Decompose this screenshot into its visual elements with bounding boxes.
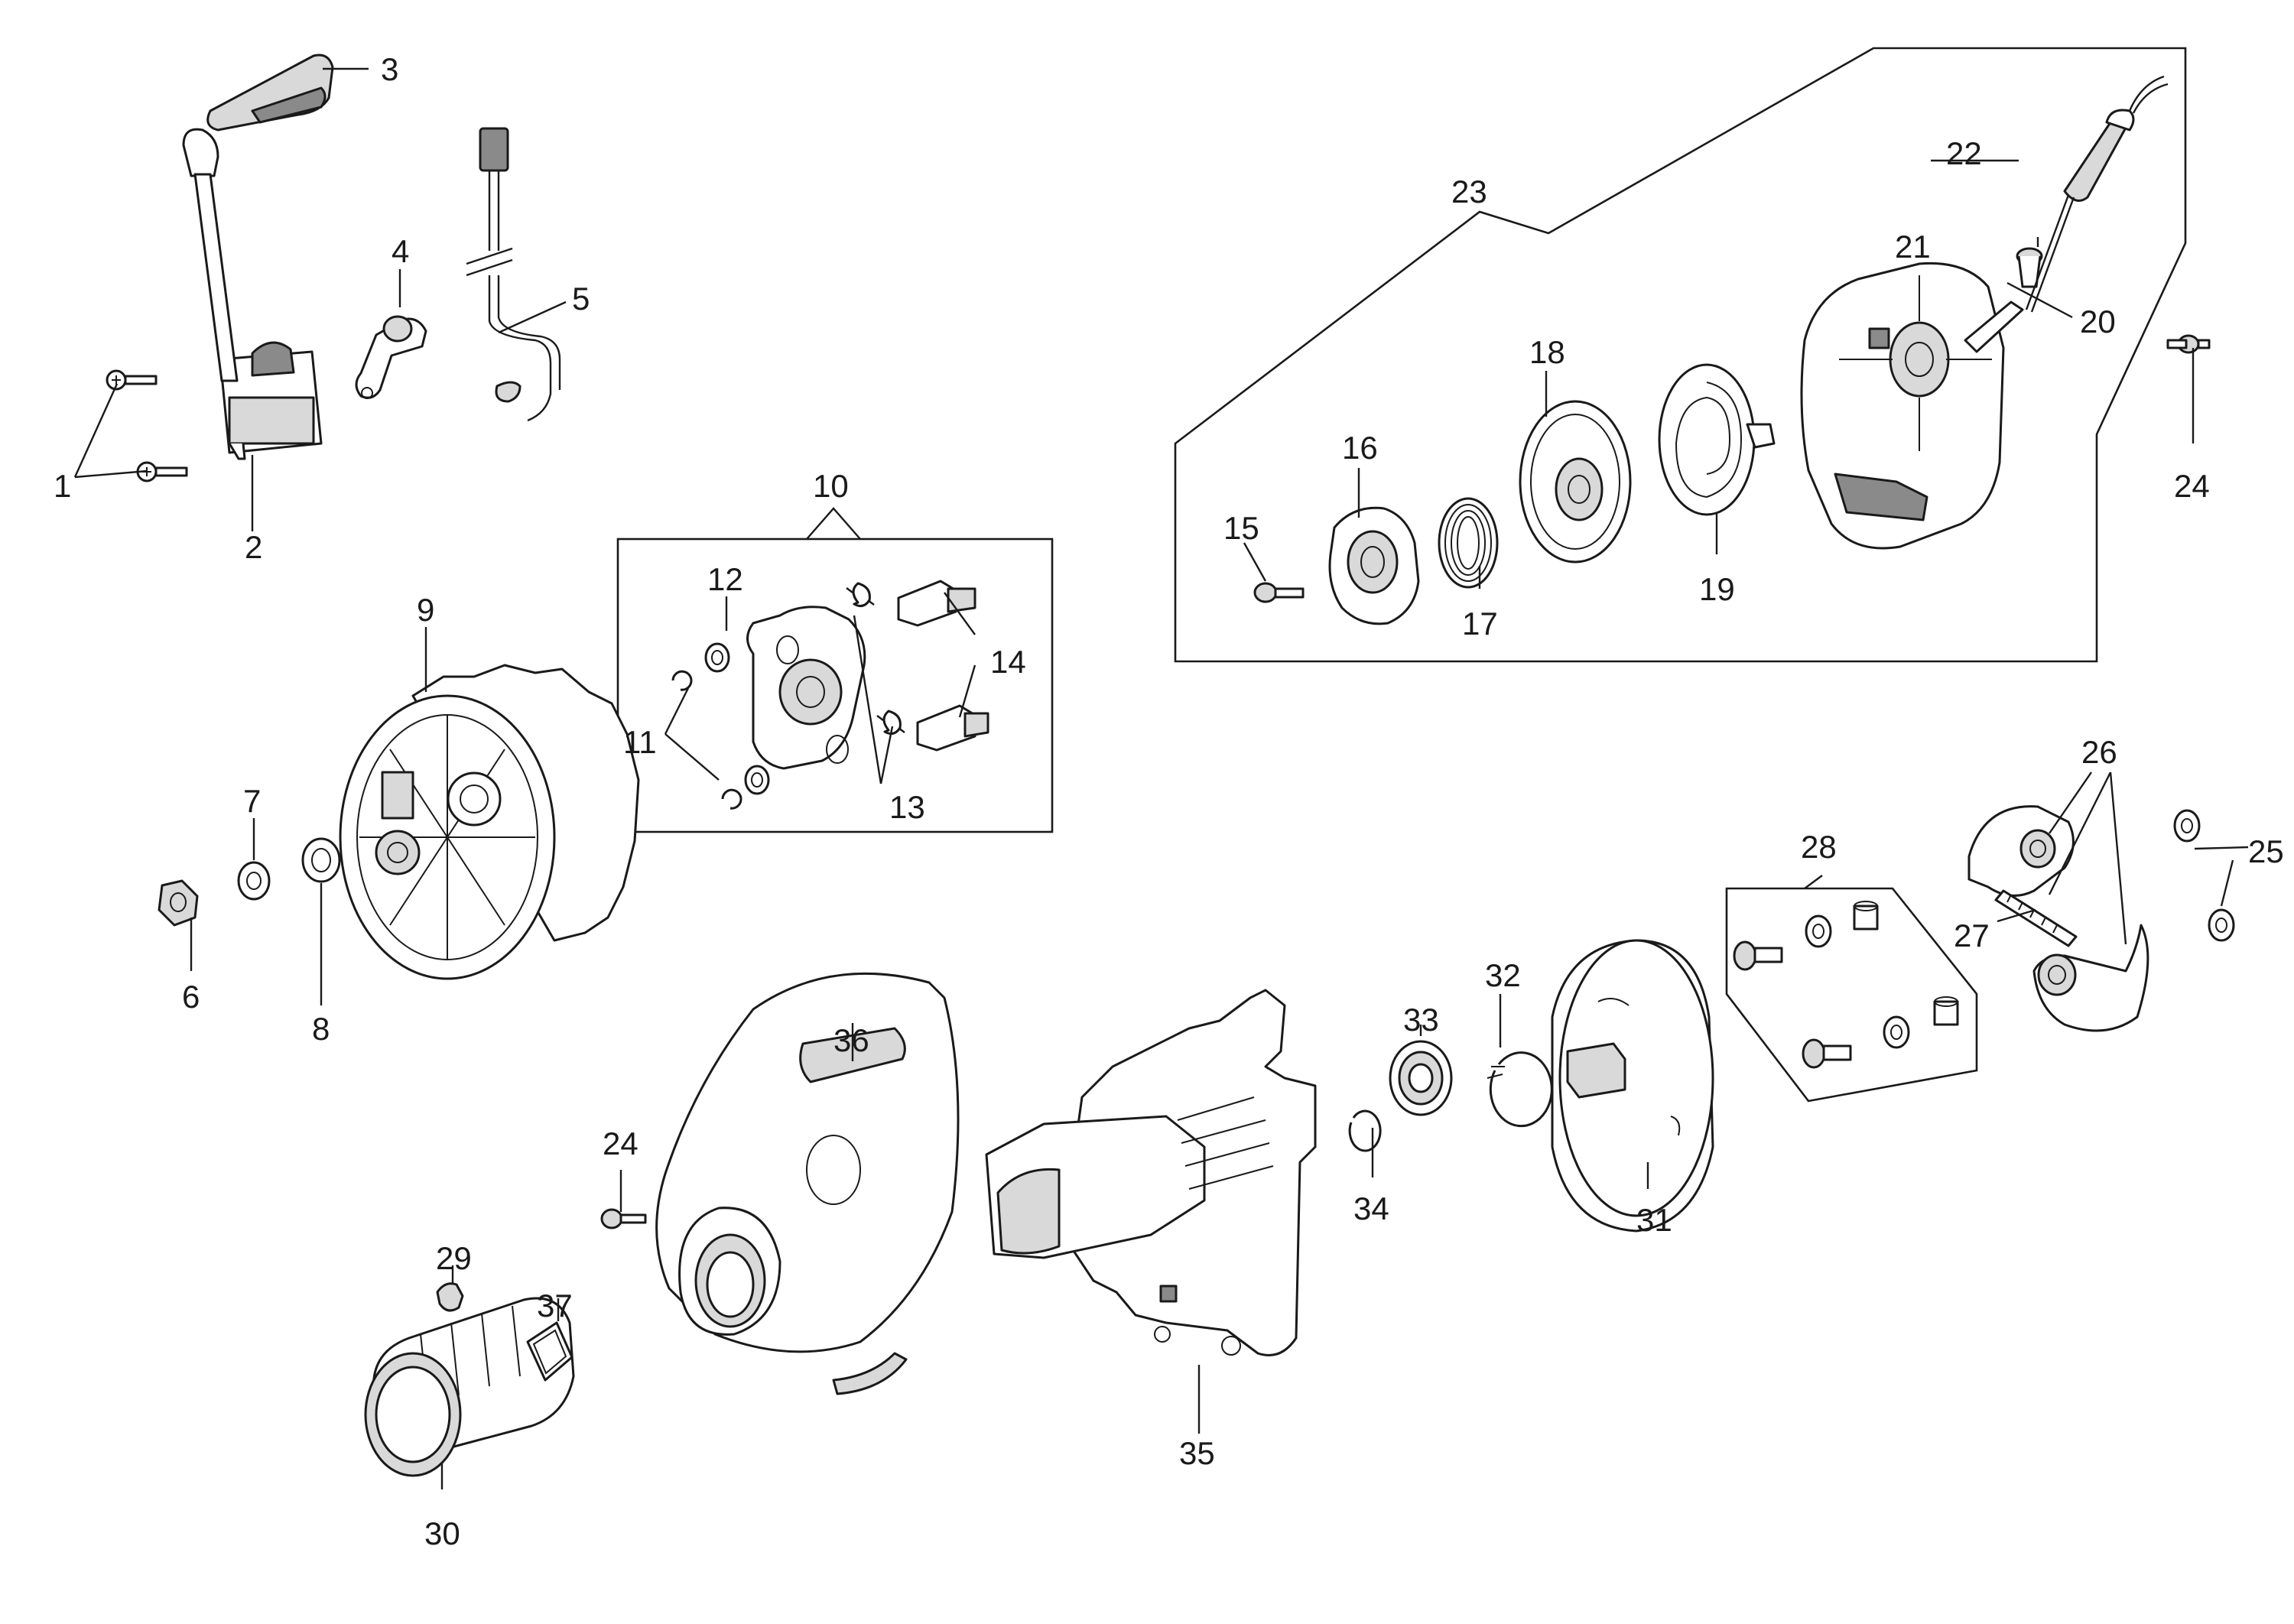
screw-part-1 [106,369,188,482]
callout-5: 5 [572,281,590,317]
callout-19: 19 [1699,571,1735,607]
hub-part-16 [1328,506,1420,625]
washer-part-12 [704,642,770,795]
washer-part-25 [2173,809,2235,942]
screw-part-24-lower [600,1208,647,1229]
callout-27: 27 [1954,918,1990,953]
callout-7: 7 [243,783,261,819]
bracket-part-4 [355,315,427,399]
callout-18: 18 [1529,334,1565,370]
clutch-screw-group-frame [1725,887,1978,1103]
callout-12: 12 [707,561,743,597]
clutch-carrier-group-frame [616,538,1054,833]
circlip-part-34 [1348,1109,1382,1152]
callout-23: 23 [1451,174,1487,209]
callout-37: 37 [537,1288,573,1324]
clutch-carrier-part [746,606,866,770]
callout-15: 15 [1223,510,1259,546]
bearing-part-33 [1389,1040,1453,1116]
spring-part-17 [1438,497,1499,589]
boot-part-30 [364,1297,575,1477]
screw-part-24-right [2166,334,2211,354]
leader-lines [73,67,2249,1489]
callout-34: 34 [1353,1190,1389,1226]
callout-13: 13 [889,789,925,825]
callout-36: 36 [833,1022,869,1058]
pulley-part-18 [1519,400,1632,564]
callout-29: 29 [436,1240,472,1276]
callout-1: 1 [54,468,71,504]
flywheel-part-9 [339,664,640,980]
callout-35: 35 [1179,1435,1215,1471]
callout-3: 3 [381,51,398,87]
wire-part-5 [466,127,561,422]
callout-17: 17 [1462,606,1498,641]
callout-14: 14 [990,644,1026,680]
callout-24-right: 24 [2174,468,2210,504]
callout-21: 21 [1895,229,1931,265]
callout-4: 4 [392,233,409,269]
callout-25: 25 [2248,833,2284,869]
callout-11: 11 [623,724,657,760]
spring-part-13 [846,582,905,736]
callout-33: 33 [1403,1002,1439,1038]
washer-part-7 [237,861,271,901]
callout-26: 26 [2081,734,2117,770]
callout-22: 22 [1946,135,1982,171]
callout-2: 2 [245,529,262,565]
callout-30: 30 [424,1515,460,1551]
callout-labels: 1 2 3 4 5 6 7 8 9 10 11 12 13 14 15 16 1… [54,51,2284,1551]
callout-20: 20 [2080,304,2116,339]
ignition-coil-part-2 [219,341,323,460]
screw-part-15 [1253,582,1305,603]
gasket-part-37 [526,1321,574,1382]
callout-28: 28 [1801,829,1837,865]
spark-plug-boot-part-3 [182,54,334,382]
clutch-drum-part-31 [1551,939,1714,1233]
callout-6: 6 [182,979,200,1015]
grommet-part-21 [2016,247,2043,288]
guard-cover-part-36 [655,972,960,1395]
clutch-shoe-part-26 [1967,805,2149,1032]
circlip-part-32 [1487,1051,1553,1128]
callout-24-lower: 24 [603,1125,638,1161]
clutch-housing-part-35 [985,989,1317,1356]
starter-group-frame [1174,47,2187,663]
clip-part-11 [671,670,742,810]
nut-part-6 [158,879,199,927]
callout-10: 10 [813,468,849,504]
washer-part-8 [301,837,341,883]
starter-housing-part-20 [1800,261,2024,550]
callout-31: 31 [1636,1202,1672,1238]
clutch-screw-set-part-28 [1733,901,1959,1069]
recoil-spring-part-19 [1658,363,1776,516]
callout-32: 32 [1485,957,1521,993]
callout-16: 16 [1342,430,1378,466]
starter-handle-part-22 [2025,75,2169,313]
plug-part-29 [436,1282,464,1312]
callout-9: 9 [417,592,434,628]
clutch-spring-part-27 [1994,889,2078,947]
callout-8: 8 [312,1011,330,1047]
